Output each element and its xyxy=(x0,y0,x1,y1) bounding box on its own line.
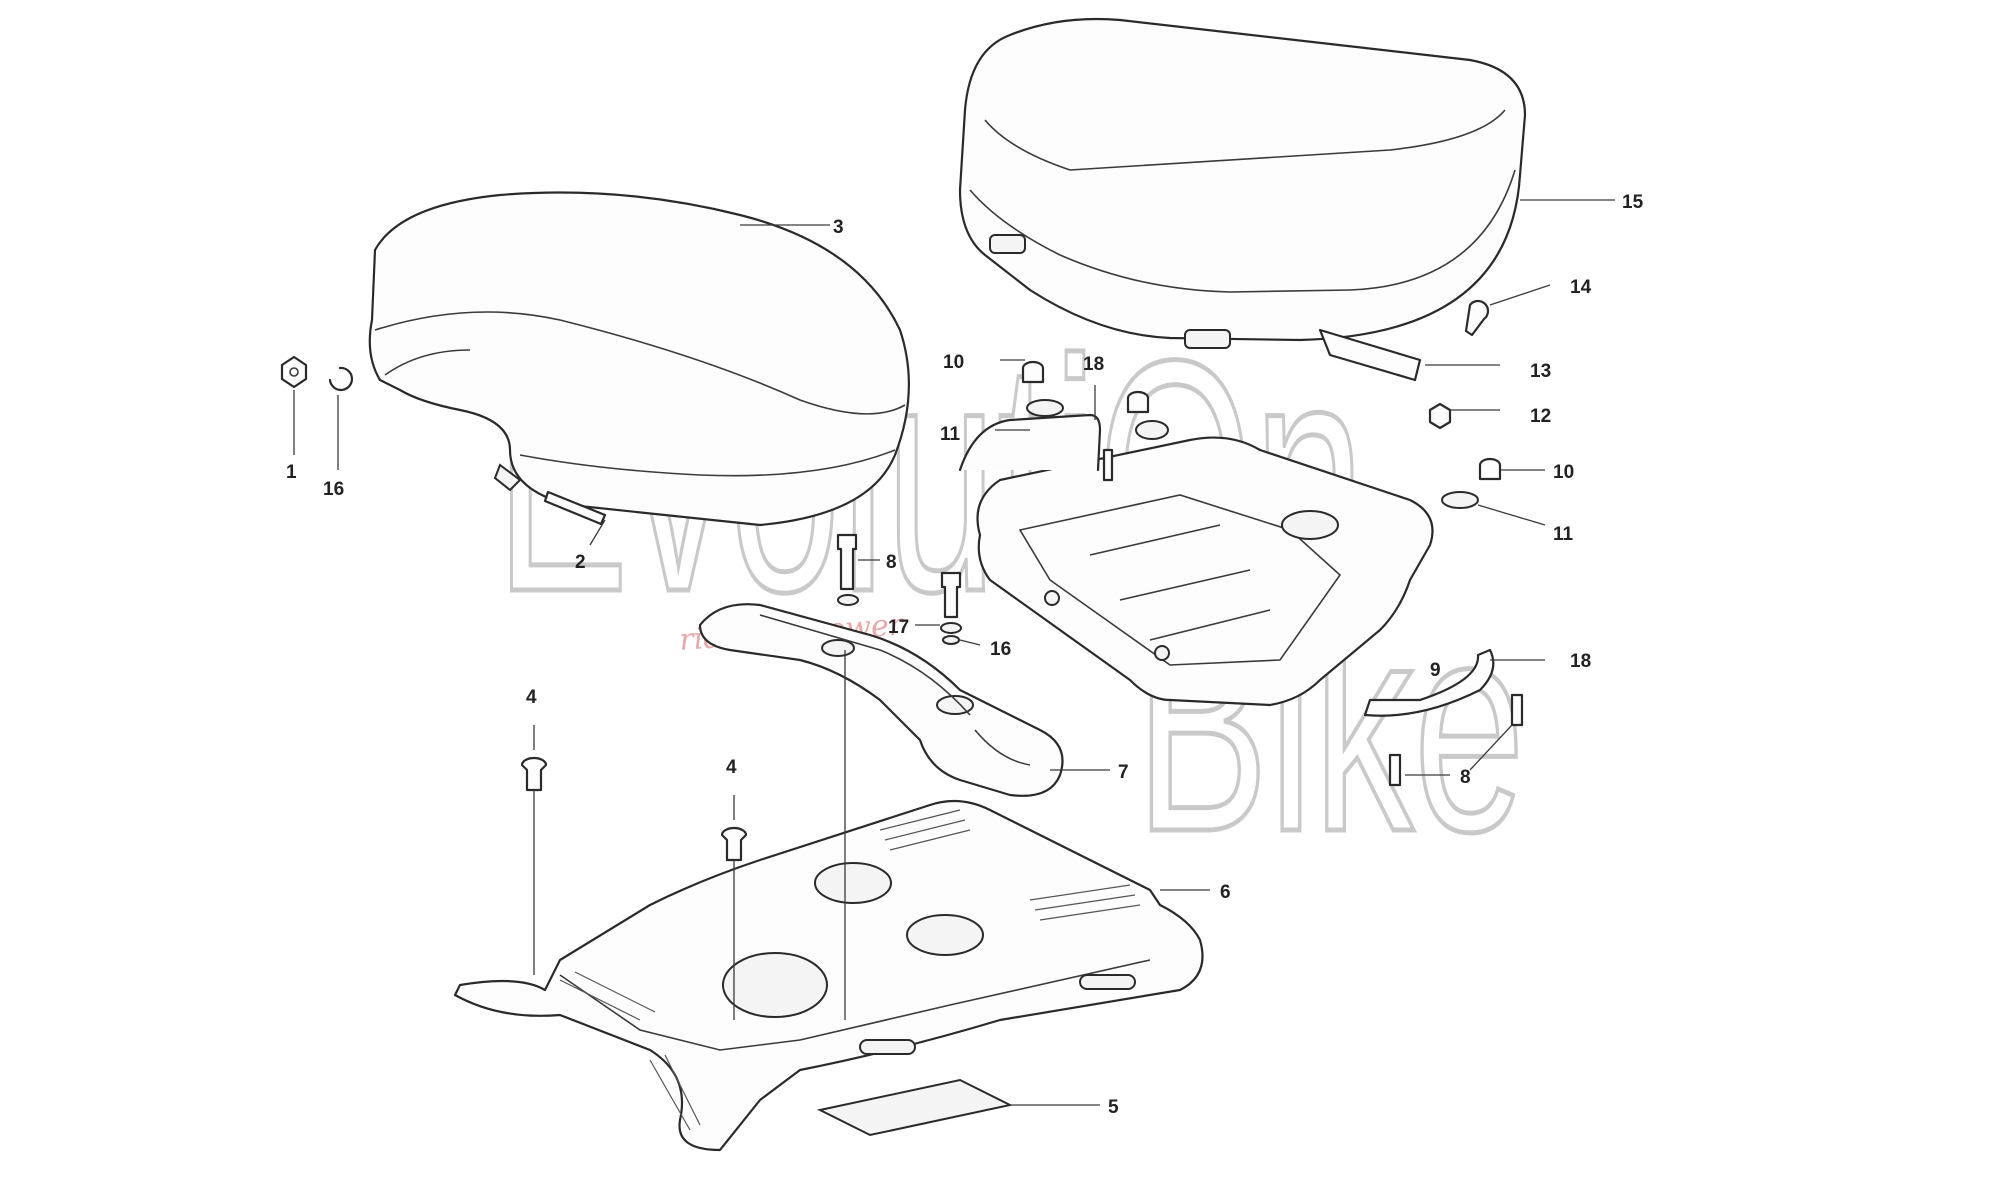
nut-part-12 xyxy=(1428,402,1452,430)
mounting-plate xyxy=(698,603,1064,797)
leader-lines xyxy=(293,199,1615,1106)
callout-10-right: 10 xyxy=(1553,462,1574,483)
callout-16: 16 xyxy=(323,479,344,500)
screw-part-14 xyxy=(1464,299,1490,337)
callout-labels: 1 16 2 3 15 14 13 12 10 18 11 10 11 8 17… xyxy=(286,192,1644,1118)
fasteners xyxy=(280,299,1524,862)
washer-part-11-mid xyxy=(1135,420,1169,440)
callout-13: 13 xyxy=(1530,361,1551,382)
callout-12: 12 xyxy=(1530,406,1551,427)
handle-part-18-left xyxy=(958,413,1102,472)
callout-2: 2 xyxy=(575,552,586,573)
screw-part-11-left xyxy=(1126,390,1150,414)
screw-part-8-right xyxy=(1510,693,1524,727)
screw-part-2 xyxy=(543,490,607,526)
bolt-part-10-right xyxy=(1478,457,1502,481)
callout-7: 7 xyxy=(1118,762,1129,783)
screw-part-4-right xyxy=(720,826,748,862)
callout-4-left: 4 xyxy=(526,687,537,708)
callout-3: 3 xyxy=(833,217,844,238)
callout-8-mid: 8 xyxy=(886,552,897,573)
rubber-pad xyxy=(817,1078,1013,1137)
nut-part-1 xyxy=(280,355,308,389)
callout-18-left: 18 xyxy=(1083,354,1104,375)
washer-part-8 xyxy=(837,594,859,606)
callout-16-mid: 16 xyxy=(990,639,1011,660)
callout-6: 6 xyxy=(1220,882,1231,903)
screw-part-8-lower xyxy=(1388,753,1402,787)
callout-1: 1 xyxy=(286,462,297,483)
screw-part-8-mid xyxy=(940,571,962,619)
washer-part-11-left xyxy=(1026,399,1064,417)
washer-part-16 xyxy=(942,635,960,645)
seat xyxy=(368,191,910,527)
callout-15: 15 xyxy=(1622,192,1644,213)
callout-8-right: 8 xyxy=(1460,767,1471,788)
callout-11-right: 11 xyxy=(1553,524,1574,545)
bracket-part-13 xyxy=(1318,328,1422,382)
callout-5: 5 xyxy=(1108,1097,1119,1118)
screw-part-8-top xyxy=(836,533,858,591)
callout-11-left: 11 xyxy=(940,424,961,445)
callout-10-left: 10 xyxy=(943,352,964,373)
callout-18-right: 18 xyxy=(1570,651,1591,672)
screw-part-4-left xyxy=(520,756,548,792)
callout-14: 14 xyxy=(1570,277,1592,298)
callout-9: 9 xyxy=(1430,660,1441,681)
washer-part-11-right xyxy=(1441,491,1479,509)
callout-17: 17 xyxy=(888,617,909,638)
bolt-part-10-left xyxy=(1021,360,1045,384)
callout-4-right: 4 xyxy=(726,757,737,778)
screw-part-18-left xyxy=(1102,448,1114,482)
clip-part-16 xyxy=(328,366,354,392)
handle-part-18-right xyxy=(1363,648,1495,717)
rear-tray xyxy=(453,799,1204,1152)
rear-rack xyxy=(976,436,1434,707)
washer-part-17 xyxy=(940,622,962,634)
top-case-lid xyxy=(958,17,1527,349)
